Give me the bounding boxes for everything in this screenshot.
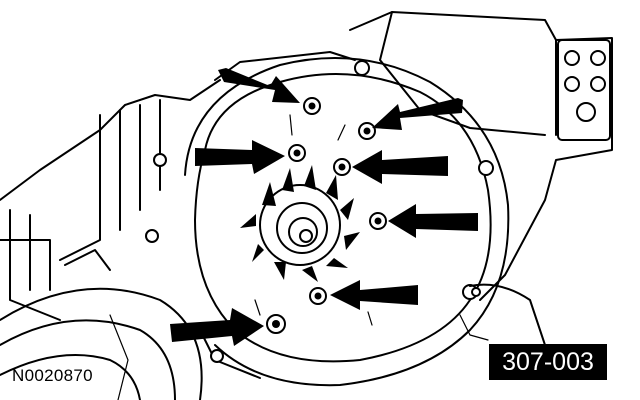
input-shaft-hub [240,165,360,282]
mounting-bracket [349,11,613,301]
bell-housing [184,51,546,387]
callout-arrows [170,68,478,346]
reference-code-badge: 307-003 [489,344,607,380]
engine-block [0,79,221,321]
callout-arrow [388,204,478,238]
callout-arrow [352,150,448,184]
callout-arrow [330,280,418,310]
figure-id-label: N0020870 [12,366,93,385]
callout-arrow [195,140,285,174]
callout-arrow [218,68,300,103]
callout-arrow [170,308,264,346]
callout-arrow [372,98,463,130]
flywheel [0,287,203,400]
bolts [266,97,387,334]
bosses [254,114,373,326]
